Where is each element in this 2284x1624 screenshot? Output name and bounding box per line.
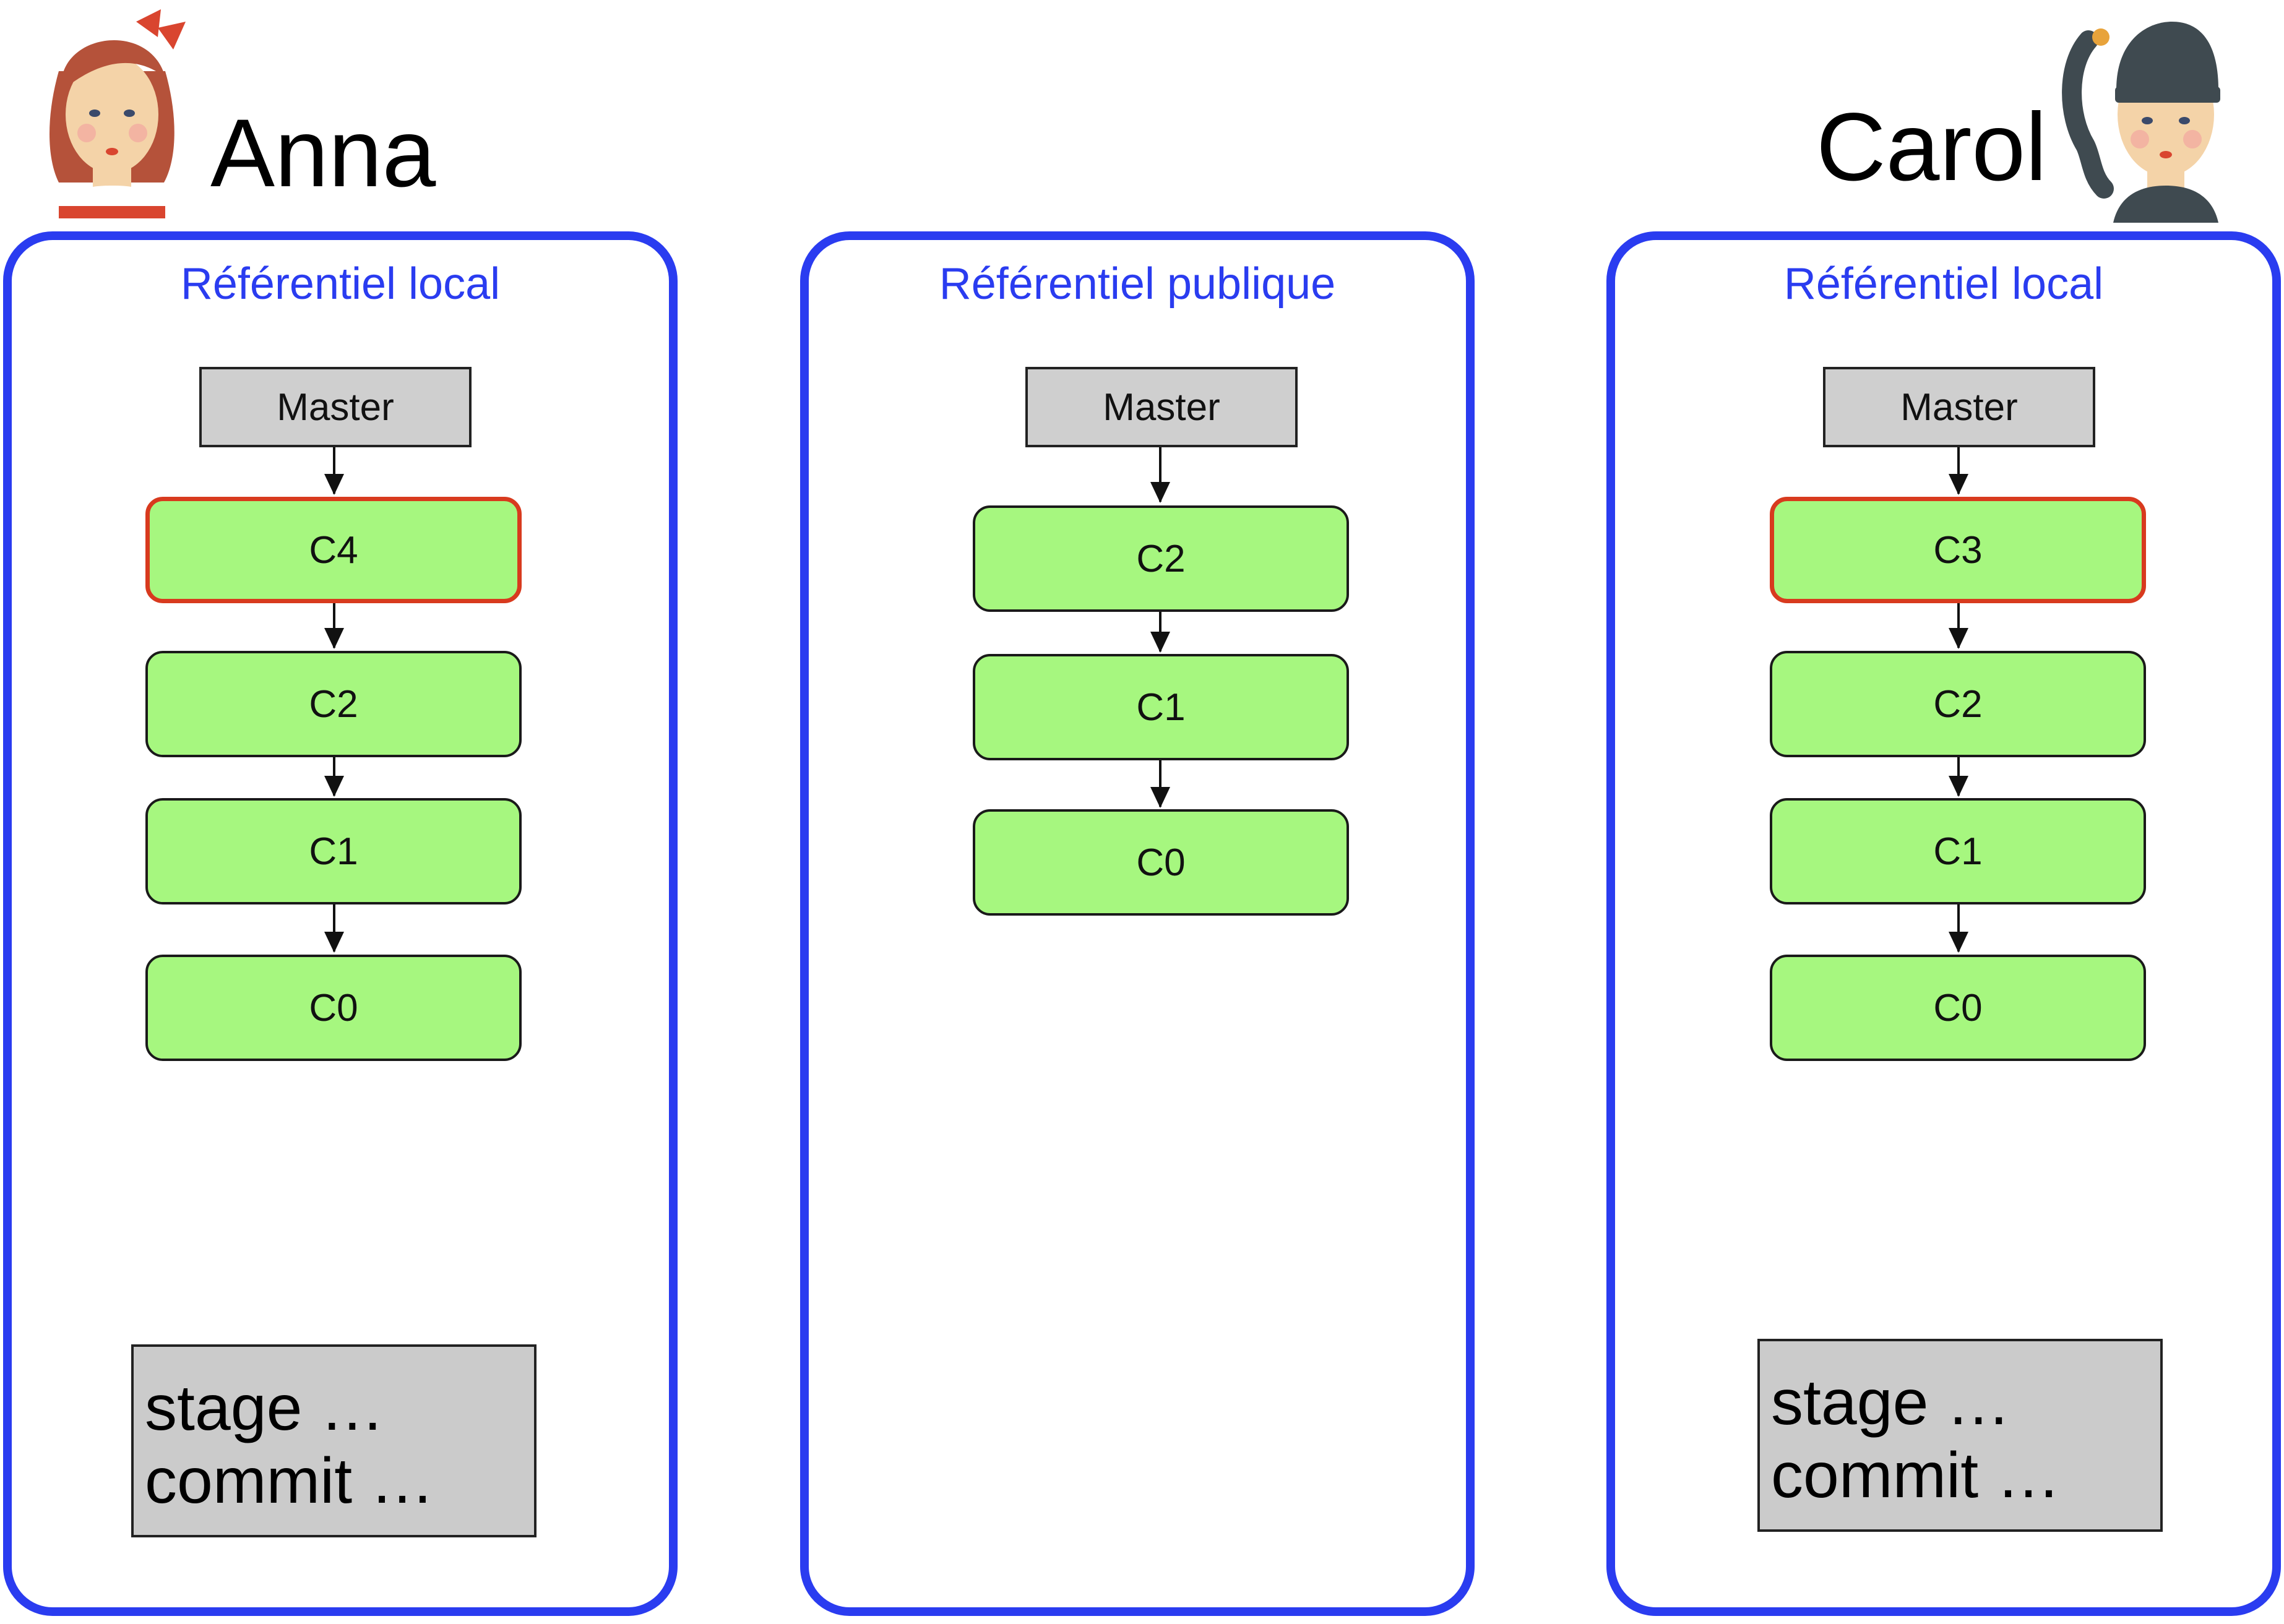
commit-node: C2 — [973, 505, 1349, 612]
commit-node: C0 — [1770, 955, 2146, 1061]
arrow — [1159, 760, 1161, 807]
repo-title: Référentiel publique — [939, 259, 1336, 309]
arrow — [333, 904, 335, 952]
commit-node: C1 — [145, 798, 522, 904]
carol-avatar-icon — [2062, 22, 2220, 223]
commit-node: C2 — [1770, 651, 2146, 757]
branch-master: Master — [199, 367, 472, 447]
commit-node: C1 — [973, 654, 1349, 760]
public-repo: Référentiel publique — [800, 231, 1475, 1616]
arrow — [1159, 447, 1161, 502]
command-box: stage … commit … — [1757, 1339, 2163, 1532]
command-line: stage … — [145, 1372, 385, 1444]
arrow — [1957, 603, 1960, 648]
arrow — [1957, 757, 1960, 796]
command-line: stage … — [1771, 1367, 2011, 1438]
anna-avatar-icon — [50, 9, 186, 223]
repo-title: Référentiel local — [180, 259, 501, 309]
arrow — [333, 757, 335, 796]
command-line: commit … — [1771, 1440, 2061, 1511]
arrow — [333, 447, 335, 494]
branch-master: Master — [1823, 367, 2095, 447]
branch-master: Master — [1025, 367, 1298, 447]
commit-node: C2 — [145, 651, 522, 757]
commit-node: C1 — [1770, 798, 2146, 904]
commit-node: C0 — [973, 809, 1349, 916]
commit-node: C0 — [145, 955, 522, 1061]
arrow — [1159, 612, 1161, 651]
arrow — [1957, 447, 1960, 494]
command-box: stage … commit … — [131, 1344, 537, 1537]
person-name-anna: Anna — [210, 100, 436, 207]
arrow — [333, 603, 335, 648]
arrow — [1957, 904, 1960, 952]
command-line: commit … — [145, 1445, 434, 1517]
commit-node-new: C4 — [145, 497, 522, 603]
repo-title: Référentiel local — [1783, 259, 2104, 309]
person-name-carol: Carol — [1816, 93, 2047, 201]
commit-node-new: C3 — [1770, 497, 2146, 603]
